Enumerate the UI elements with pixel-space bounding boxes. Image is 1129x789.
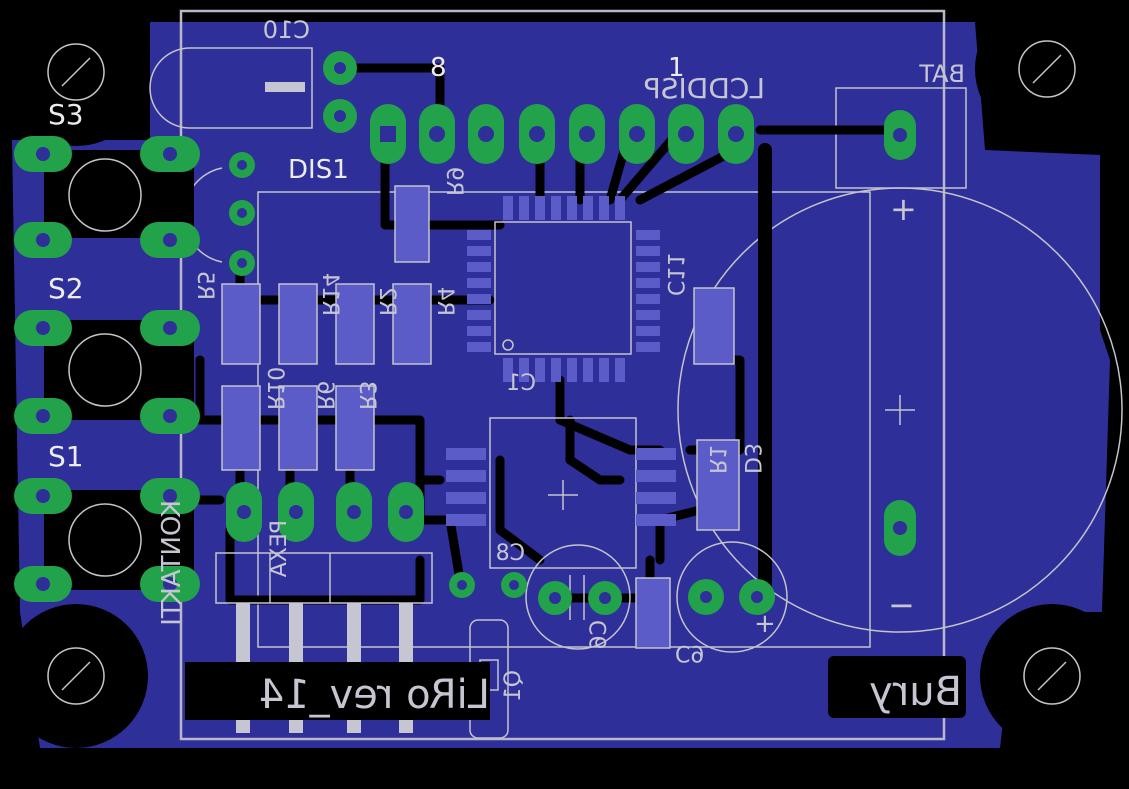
label-bat: BAT bbox=[919, 60, 965, 88]
c10-outline bbox=[149, 47, 313, 129]
label-lcddisp: LCDDISP bbox=[644, 72, 765, 105]
label-r1: R1 bbox=[704, 445, 729, 474]
label-c5: R5 bbox=[192, 271, 217, 300]
label-r2: R2 bbox=[374, 287, 399, 316]
soic-chip bbox=[446, 417, 676, 569]
label-r14: R14 bbox=[317, 273, 342, 316]
label-s1: S1 bbox=[48, 440, 84, 473]
label-pin8: 8 bbox=[430, 53, 447, 83]
label-footer: LiRo rev_14 bbox=[259, 672, 490, 718]
label-r6: R6 bbox=[312, 381, 337, 410]
switch-s1 bbox=[14, 478, 200, 602]
smd-parts bbox=[222, 186, 739, 648]
label-q1: Q1 bbox=[501, 670, 526, 701]
label-plus-battery: + bbox=[890, 190, 917, 228]
switch-s3 bbox=[14, 136, 200, 258]
brand-mask bbox=[828, 656, 966, 718]
label-r10: R10 bbox=[262, 367, 287, 410]
label-brand: Bury bbox=[869, 669, 962, 715]
mcu-qfp bbox=[467, 196, 660, 382]
label-s3: S3 bbox=[48, 98, 84, 131]
label-pin1: 1 bbox=[668, 53, 685, 83]
mounting-hole-icon bbox=[4, 604, 148, 748]
bat-connector bbox=[835, 87, 967, 189]
smd-part-outlines bbox=[221, 185, 740, 649]
label-c8: C8 bbox=[496, 541, 525, 566]
footer-mask bbox=[185, 662, 490, 720]
label-c9: C9 bbox=[675, 640, 704, 665]
label-c10: C10 bbox=[263, 16, 310, 44]
label-dis1: DIS1 bbox=[288, 155, 349, 185]
c8-pads bbox=[449, 572, 527, 598]
label-r3: R3 bbox=[354, 381, 379, 410]
label-plus-cap: + bbox=[754, 609, 776, 639]
electrolytic-cap bbox=[676, 541, 788, 653]
label-kontakti: KONTAKTI bbox=[157, 500, 187, 626]
mounting-hole-icon bbox=[980, 604, 1124, 748]
label-r4: R4 bbox=[432, 287, 457, 316]
label-pexa: PEXA bbox=[267, 520, 292, 577]
label-c11: C11 bbox=[662, 253, 687, 296]
label-d3: D3 bbox=[739, 443, 764, 474]
c6-capacitor bbox=[525, 544, 631, 650]
lcd-header bbox=[370, 104, 754, 164]
label-c1: C1 bbox=[507, 371, 536, 396]
label-s2: S2 bbox=[48, 272, 84, 305]
mounting-hole-icon bbox=[2, 0, 150, 146]
label-r9: R9 bbox=[441, 167, 466, 196]
mounting-hole-icon bbox=[975, 0, 1119, 141]
switch-s2 bbox=[14, 310, 200, 434]
label-minus-battery: − bbox=[888, 586, 915, 624]
